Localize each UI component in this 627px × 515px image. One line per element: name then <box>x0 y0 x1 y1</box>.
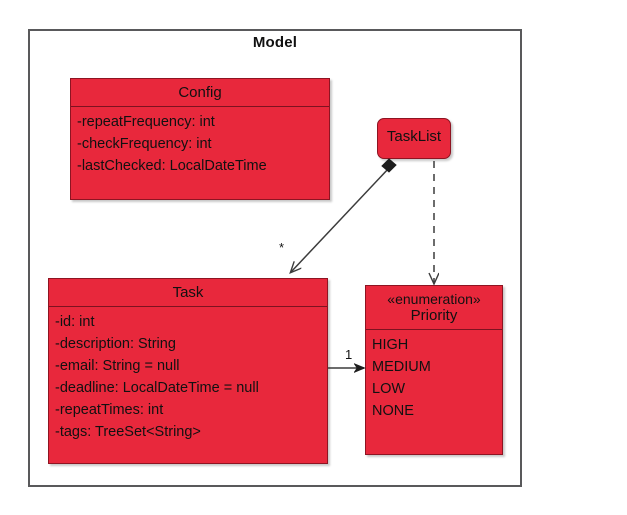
attribute-row: -repeatTimes: int <box>55 402 164 419</box>
class-name-task: Task <box>172 284 204 301</box>
class-box-config[interactable]: Config -repeatFrequency: int -checkFrequ… <box>70 78 330 200</box>
attribute-row: -email: String = null <box>55 358 180 375</box>
class-box-priority[interactable]: «enumeration» Priority HIGH MEDIUM LOW N… <box>365 285 503 455</box>
class-box-task[interactable]: Task -id: int -description: String -emai… <box>48 278 328 464</box>
enum-literal-row: MEDIUM <box>372 359 431 376</box>
attribute-row: -id: int <box>55 314 95 331</box>
attribute-row: -deadline: LocalDateTime = null <box>55 380 259 397</box>
class-name-priority: «enumeration» Priority <box>366 286 502 329</box>
attribute-row: -description: String <box>55 336 176 353</box>
attribute-row: -tags: TreeSet<String> <box>55 424 201 441</box>
attribute-row: -lastChecked: LocalDateTime <box>77 158 267 175</box>
class-divider-config <box>71 106 329 108</box>
class-attributes-config: -repeatFrequency: int -checkFrequency: i… <box>71 107 329 183</box>
enum-literal-row: NONE <box>372 403 414 420</box>
enum-literals-priority: HIGH MEDIUM LOW NONE <box>366 330 502 428</box>
class-name-tasklist: TaskList <box>386 128 442 145</box>
multiplicity-label-star: * <box>279 240 285 255</box>
class-divider-priority <box>366 329 502 331</box>
class-box-tasklist[interactable]: TaskList <box>377 118 451 159</box>
package-title: Model <box>252 34 298 51</box>
stereotype-label: «enumeration» <box>387 291 481 307</box>
class-name-config: Config <box>178 84 222 101</box>
multiplicity-label-one: 1 <box>345 347 353 362</box>
enum-literal-row: HIGH <box>372 337 409 354</box>
attribute-row: -checkFrequency: int <box>77 136 212 153</box>
class-divider-task <box>49 306 327 308</box>
class-attributes-task: -id: int -description: String -email: St… <box>49 307 327 449</box>
enum-name-label: Priority <box>410 307 458 325</box>
enum-literal-row: LOW <box>372 381 406 398</box>
attribute-row: -repeatFrequency: int <box>77 114 215 131</box>
